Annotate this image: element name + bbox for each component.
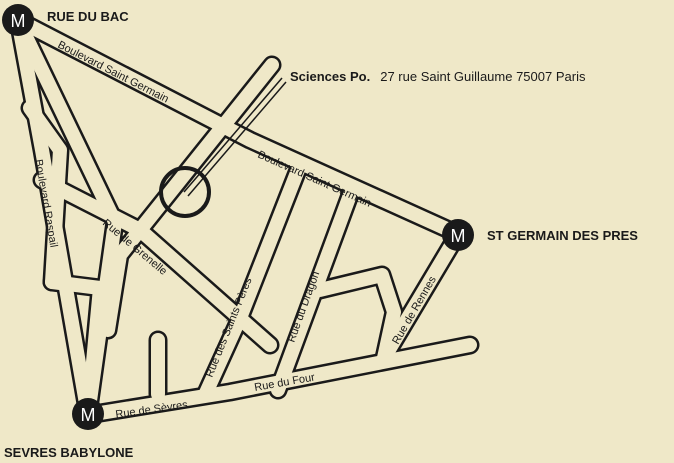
callout-line: Sciences Po. 27 rue Saint Guillaume 7500…: [290, 68, 586, 85]
road-left-bend: [45, 275, 107, 422]
callout-address: 27 rue Saint Guillaume 75007 Paris: [380, 69, 586, 84]
road-bd-st-germain: [11, 13, 465, 241]
road-bd-raspail: [11, 13, 95, 422]
location-ring: [159, 166, 211, 218]
station-label-rue-du-bac: RUE DU BAC: [47, 9, 129, 24]
station-label-sevres-babylone: SEVRES BABYLONE: [4, 445, 134, 460]
road-rue-du-bac: [101, 58, 279, 337]
callout-institution: Sciences Po.: [290, 69, 370, 84]
road-left-edge: [23, 101, 67, 289]
road-rennes: [377, 227, 465, 365]
metro-station-st-germain: M ST GERMAIN DES PRES: [442, 219, 638, 251]
metro-station-sevres-babylone: M SEVRES BABYLONE: [4, 398, 134, 460]
metro-icon: [72, 398, 104, 430]
metro-icon: [442, 219, 474, 251]
metro-station-rue-du-bac: M RUE DU BAC: [2, 4, 129, 36]
road-saints-peres: [198, 163, 305, 402]
road-network-fill: [11, 13, 477, 422]
label-bd-st-germain-west: Boulevard Saint Germain: [56, 39, 171, 105]
leader-line: [183, 77, 283, 193]
metro-symbol: M: [11, 11, 26, 31]
metro-icon: [2, 4, 34, 36]
location-marker: [159, 77, 287, 218]
metro-symbol: M: [451, 226, 466, 246]
station-label-st-germain: ST GERMAIN DES PRES: [487, 228, 638, 243]
callout: Sciences Po. 27 rue Saint Guillaume 7500…: [290, 68, 586, 85]
metro-symbol: M: [81, 405, 96, 425]
road-cross: [313, 268, 401, 365]
